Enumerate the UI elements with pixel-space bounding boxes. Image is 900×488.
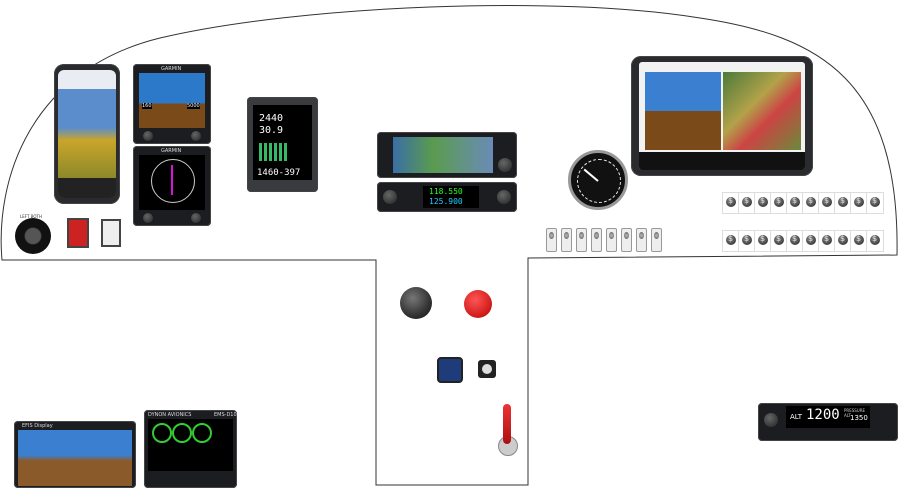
- hsi-left-knob[interactable]: [143, 213, 153, 223]
- circuit-breaker[interactable]: [754, 192, 772, 214]
- pfd-speed: 160: [142, 103, 152, 109]
- usb-port[interactable]: [437, 357, 463, 383]
- red-rocker-switch[interactable]: [67, 218, 89, 248]
- ignition-label: LEFT BOTH: [20, 214, 42, 219]
- efis-1-title: EFIS Display: [22, 423, 53, 429]
- engine-monitor[interactable]: 2440 30.9 1460-397: [247, 97, 318, 192]
- efis-2-gauge-3: [192, 423, 212, 443]
- hsi-right-knob[interactable]: [191, 213, 201, 223]
- emergency-red-button[interactable]: [464, 290, 492, 318]
- com-active-freq: 118.550: [429, 187, 463, 196]
- efis-2-screen: [148, 419, 233, 471]
- fuel-readout: 1460-397: [257, 168, 301, 178]
- pressure-altitude: 1350: [850, 414, 868, 422]
- efis-2-gauge-1: [152, 423, 172, 443]
- efis-2-gauge-2: [172, 423, 192, 443]
- gauge-dial: [577, 159, 621, 203]
- ipad-screen: [639, 62, 805, 170]
- engine-monitor-screen: 2440 30.9 1460-397: [253, 105, 312, 180]
- smartphone[interactable]: [54, 64, 120, 204]
- circuit-breaker[interactable]: [834, 230, 852, 252]
- ipad-status-bar: [639, 152, 805, 170]
- toggle-switch-6[interactable]: [621, 228, 632, 252]
- com-standby-freq: 125.900: [429, 197, 463, 206]
- toggle-switch-4[interactable]: [591, 228, 602, 252]
- toggle-switch-8[interactable]: [651, 228, 662, 252]
- pfd-altitude: 5000: [187, 103, 200, 109]
- circuit-breaker-panel: [722, 192, 884, 256]
- hsi-screen: [139, 155, 205, 210]
- transponder-knob[interactable]: [764, 413, 778, 427]
- map-readout: 30.9: [259, 125, 284, 136]
- transponder-label: ALT: [790, 413, 803, 421]
- circuit-breaker[interactable]: [866, 192, 884, 214]
- toggle-switch-5[interactable]: [606, 228, 617, 252]
- efis-display-2[interactable]: DYNON AVIONICS EMS-D10: [144, 410, 237, 488]
- transponder-screen: ALT 1200 PRESSURE ALT 1350: [786, 406, 870, 428]
- circuit-breaker[interactable]: [818, 230, 836, 252]
- toggle-switch-2[interactable]: [561, 228, 572, 252]
- toggle-switch-3[interactable]: [576, 228, 587, 252]
- efis-display-1[interactable]: EFIS Display: [14, 421, 136, 488]
- analog-gauge: [568, 150, 628, 210]
- com-freq-knob[interactable]: [497, 190, 511, 204]
- garmin-pfd[interactable]: GARMIN 160 5000: [133, 64, 211, 144]
- transponder-mode: PRESSURE ALT: [844, 408, 866, 418]
- efis-2-brand: DYNON AVIONICS: [148, 412, 192, 418]
- garmin-hsi-brand: GARMIN: [161, 148, 182, 154]
- efis-1-screen: [18, 430, 132, 486]
- garmin-hsi[interactable]: GARMIN: [133, 146, 211, 226]
- circuit-breaker[interactable]: [770, 192, 788, 214]
- garmin-pfd-brand: GARMIN: [161, 66, 182, 72]
- com-volume-knob[interactable]: [383, 190, 397, 204]
- power-outlet[interactable]: [478, 360, 496, 378]
- pfd-left-knob[interactable]: [143, 131, 153, 141]
- circuit-breaker[interactable]: [802, 192, 820, 214]
- ipad-weather-map: [723, 72, 801, 150]
- efis-2-model: EMS-D10: [214, 412, 237, 418]
- circuit-breaker[interactable]: [834, 192, 852, 214]
- circuit-breaker[interactable]: [866, 230, 884, 252]
- gps-map-screen: [393, 137, 493, 173]
- ipad[interactable]: [631, 56, 813, 176]
- rpm-readout: 2440: [259, 113, 284, 124]
- gps-knob[interactable]: [498, 158, 512, 172]
- toggle-switch-7[interactable]: [636, 228, 647, 252]
- com-radio[interactable]: 118.550 125.900: [377, 182, 517, 212]
- squawk-code: 1200: [806, 407, 840, 423]
- pfd-right-knob[interactable]: [191, 131, 201, 141]
- compass-rose: [151, 159, 195, 203]
- ipad-attitude-indicator: [645, 72, 721, 150]
- gps-navigator[interactable]: [377, 132, 517, 178]
- white-rocker-switch[interactable]: [101, 219, 121, 247]
- ignition-switch[interactable]: [15, 218, 51, 254]
- fuel-lever[interactable]: [503, 404, 511, 444]
- course-needle: [171, 165, 173, 195]
- toggle-switch-1[interactable]: [546, 228, 557, 252]
- transponder[interactable]: ALT 1200 PRESSURE ALT 1350: [758, 403, 898, 441]
- phone-screen: [58, 70, 116, 198]
- starter-button[interactable]: [400, 287, 432, 319]
- com-screen: 118.550 125.900: [423, 186, 479, 208]
- cylinder-bars: [259, 143, 289, 161]
- pfd-screen: 160 5000: [139, 73, 205, 128]
